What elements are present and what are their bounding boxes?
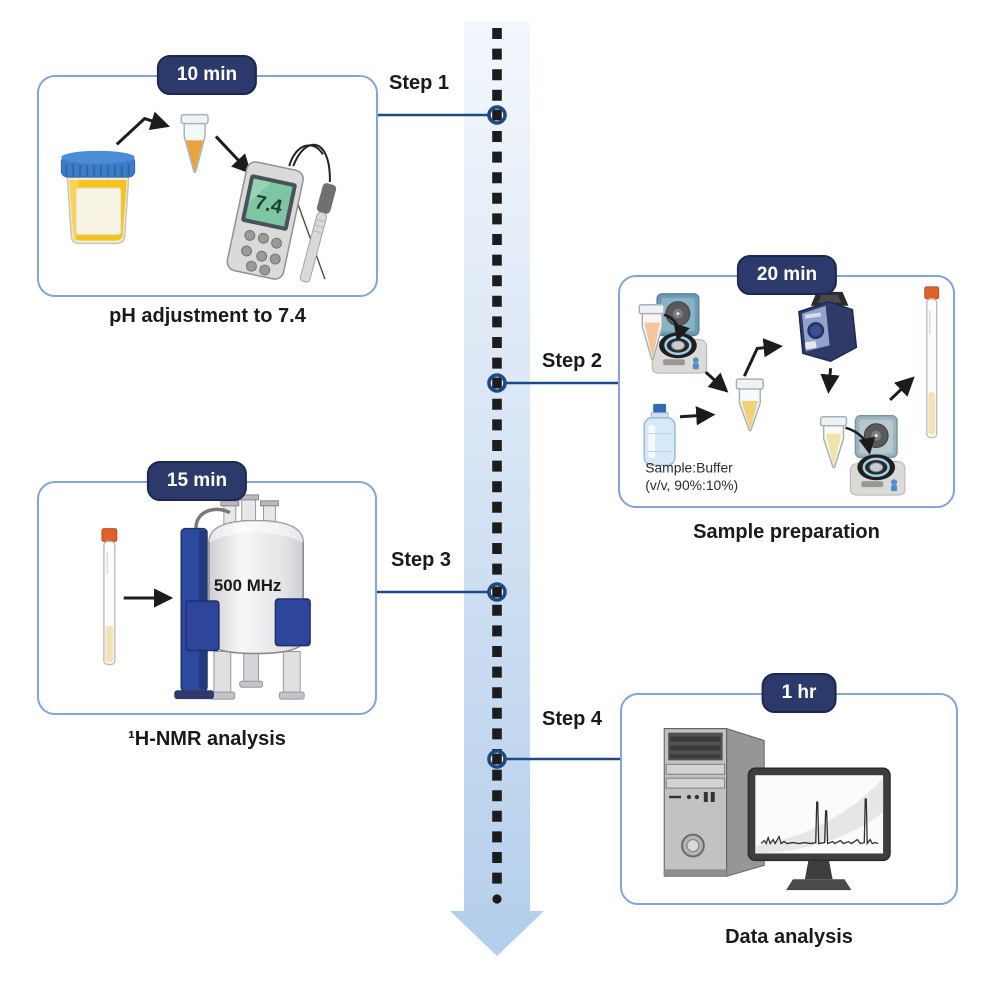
step3-label: Step 3 — [391, 549, 452, 571]
step4-panel — [620, 693, 958, 905]
nmr-tube-icon — [101, 528, 118, 666]
step4-caption: Data analysis — [725, 926, 853, 948]
timeline-node-step1 — [487, 105, 507, 125]
nmr-spectrometer-icon: 500 MHz — [174, 494, 311, 700]
microcentrifuge-tube-icon — [180, 113, 209, 173]
curved-arrow-icon — [845, 426, 876, 455]
step3-badge: 15 min — [146, 461, 248, 501]
step3-illustration: 500 MHz — [101, 494, 311, 700]
step2-label: Step 2 — [542, 350, 603, 372]
step1-label: Step 1 — [389, 72, 450, 94]
timeline-end-dot — [492, 894, 502, 904]
spectrometer-label: 500 MHz — [214, 576, 281, 595]
timeline-node-step3 — [487, 582, 507, 602]
step1-caption: pH adjustment to 7.4 — [109, 305, 306, 327]
arrow-icon — [889, 376, 915, 401]
urine-sample-cup-icon — [60, 150, 136, 245]
arrow-icon — [115, 111, 171, 146]
arrow-icon — [214, 135, 252, 174]
buffer-bottle-icon — [643, 403, 676, 467]
step4-label: Step 4 — [542, 708, 603, 730]
step1-illustration: 7.4 — [60, 111, 337, 283]
step3-caption: ¹H-NMR analysis — [128, 728, 286, 750]
step1-panel: 7.4 — [37, 75, 378, 297]
nmr-spectrum-plot — [760, 798, 879, 846]
step2-caption: Sample preparation — [693, 521, 880, 543]
microcentrifuge-tube-icon — [819, 416, 848, 469]
down-arrow-icon — [450, 911, 544, 956]
arrow-icon — [704, 371, 729, 393]
microcentrifuge-tube-icon — [735, 378, 764, 432]
step2-illustration: Sample:Buffer (v/v, 90%:10%) — [638, 286, 940, 496]
step3-panel: 500 MHz — [37, 481, 377, 715]
step4-illustration — [663, 727, 891, 891]
arrow-icon — [820, 368, 840, 394]
annotation-line1: Sample:Buffer — [645, 459, 733, 475]
ph-probe-icon — [299, 183, 337, 283]
arrow-icon — [679, 406, 716, 426]
ph-meter-icon: 7.4 — [226, 143, 337, 283]
timeline-node-step2 — [487, 373, 507, 393]
microcentrifuge-tube-icon — [638, 304, 665, 361]
step4-badge: 1 hr — [761, 673, 837, 713]
step1-badge: 10 min — [156, 55, 258, 95]
vortex-mixer-icon — [798, 291, 858, 363]
centrifuge-icon — [849, 415, 906, 496]
timeline-node-step4 — [487, 749, 507, 769]
bent-arrow-icon — [743, 338, 783, 377]
curved-arrow-icon — [663, 313, 690, 342]
annotation-line2: (v/v, 90%:10%) — [645, 477, 738, 493]
nmr-tube-icon — [924, 286, 940, 439]
step2-badge: 20 min — [736, 255, 838, 295]
monitor-icon — [747, 767, 891, 891]
step2-panel: Sample:Buffer (v/v, 90%:10%) — [618, 275, 955, 508]
